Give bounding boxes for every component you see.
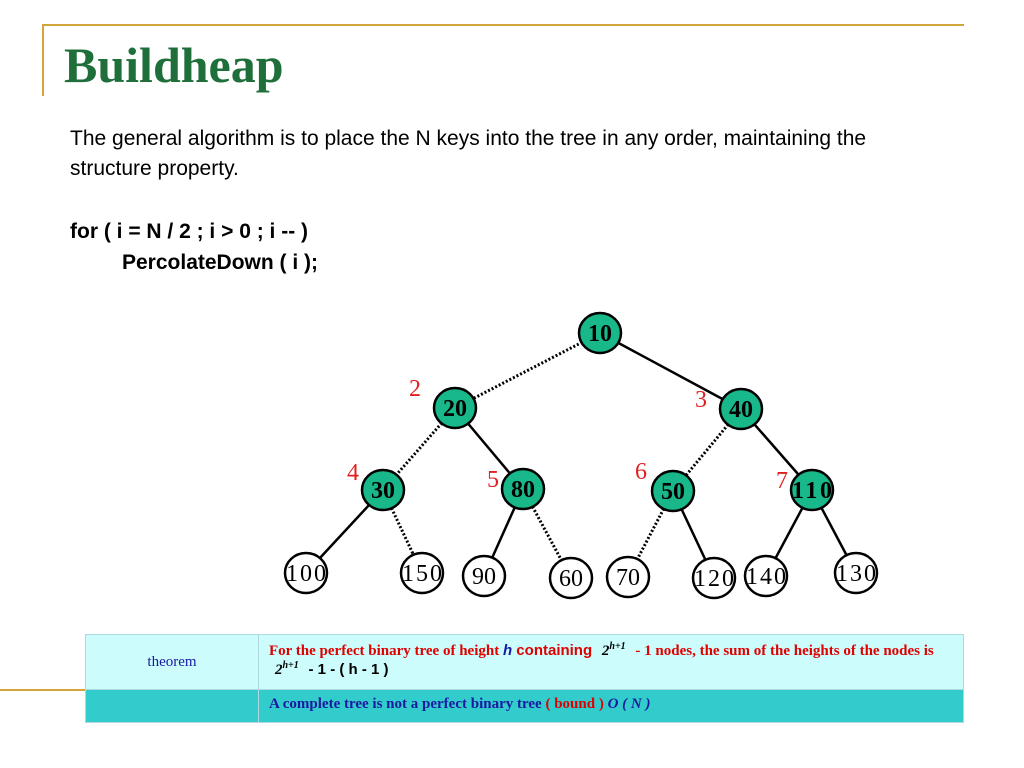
big-o: O ( N )	[607, 696, 651, 712]
heap-node: 80 5	[487, 467, 546, 511]
theorem-row: theorem For the perfect binary tree of h…	[85, 634, 964, 690]
bound-row: A complete tree is not a perfect binary …	[85, 689, 964, 723]
node-value: 10	[588, 321, 612, 347]
theorem-text-1: For the perfect binary tree of height	[269, 643, 503, 659]
node-value: 100	[286, 561, 326, 587]
node-circle	[743, 554, 789, 598]
theorem-text-2: containing	[512, 642, 593, 659]
node-index-label: 5	[487, 467, 499, 493]
formula-nodes: 2h+1	[601, 641, 626, 659]
node-value: 140	[746, 564, 786, 590]
pseudocode: for ( i = N / 2 ; i > 0 ; i -- ) Percola…	[70, 216, 318, 278]
node-index-label: 2	[409, 376, 421, 402]
algorithm-description: The general algorithm is to place the N …	[70, 127, 867, 180]
theorem-table: theorem For the perfect binary tree of h…	[85, 634, 964, 723]
node-circle	[399, 551, 445, 595]
node-value: 50	[661, 479, 685, 505]
theorem-label: theorem	[85, 634, 259, 690]
node-index-label: 3	[695, 387, 707, 413]
heap-leaf: 120	[691, 556, 737, 600]
frame-top-accent	[42, 24, 964, 26]
theorem-statement: For the perfect binary tree of height h …	[258, 634, 964, 690]
theorem-h: h	[502, 642, 513, 659]
node-circle	[691, 556, 737, 600]
node-value: 90	[472, 564, 496, 590]
node-value: 70	[616, 565, 640, 591]
bound-text: A complete tree is not a perfect binary …	[269, 696, 542, 712]
node-circle	[283, 551, 329, 595]
node-value: 20	[443, 396, 467, 422]
node-circle	[718, 387, 764, 431]
node-index-label: 6	[635, 459, 647, 485]
node-circle	[577, 311, 623, 355]
tree-edge-1-3	[599, 331, 742, 411]
heap-node: 20 2	[409, 376, 478, 430]
heap-leaf: 70	[605, 555, 651, 599]
heap-leaf: 150	[399, 551, 445, 595]
node-value: 80	[511, 477, 535, 503]
heap-node: 30 4	[347, 460, 406, 512]
theorem-text-3: - 1	[635, 643, 652, 659]
node-circle	[650, 469, 696, 513]
heap-leaf: 60	[548, 556, 594, 600]
heap-node: 40 3	[695, 387, 764, 431]
bound-word: ( bound )	[545, 696, 604, 712]
heap-node: 50 6	[635, 459, 696, 513]
node-index-label: 4	[347, 460, 359, 486]
code-line-percolate: PercolateDown ( i );	[122, 251, 319, 274]
node-circle	[360, 468, 406, 512]
heap-leaf: 130	[833, 551, 879, 595]
slide-body: The general algorithm is to place the N …	[70, 124, 950, 184]
node-value: 130	[836, 561, 876, 587]
tree-edge-1-2	[454, 331, 601, 410]
node-circle	[833, 551, 879, 595]
formula-sum: 2h+1	[275, 660, 299, 678]
node-value: 110	[792, 478, 832, 504]
node-value: 120	[694, 566, 734, 592]
bound-statement: A complete tree is not a perfect binary …	[258, 689, 964, 723]
node-value: 60	[559, 566, 583, 592]
code-line-for: for ( i = N / 2 ; i > 0 ; i -- )	[70, 220, 309, 243]
node-circle	[432, 386, 478, 430]
slide-title: Buildheap	[64, 37, 284, 93]
theorem-text-5: - 1 - ( h - 1 )	[308, 661, 389, 678]
theorem-text-4: nodes, the sum of the heights of the nod…	[651, 643, 934, 659]
heap-leaf: 100	[283, 551, 329, 595]
node-index-label: 7	[776, 468, 788, 494]
node-circle	[461, 554, 507, 598]
bound-label-empty	[85, 689, 259, 723]
node-value: 40	[729, 397, 753, 423]
node-circle	[548, 556, 594, 600]
node-value: 30	[371, 478, 395, 504]
node-value: 150	[402, 561, 442, 587]
node-circle	[605, 555, 651, 599]
tree-edges	[305, 331, 858, 579]
heap-node: 10	[577, 311, 623, 355]
node-circle	[789, 468, 835, 512]
node-circle	[500, 467, 546, 511]
frame-left-accent	[42, 24, 44, 96]
heap-leaf: 90	[461, 554, 507, 598]
heap-leaf: 140	[743, 554, 789, 598]
